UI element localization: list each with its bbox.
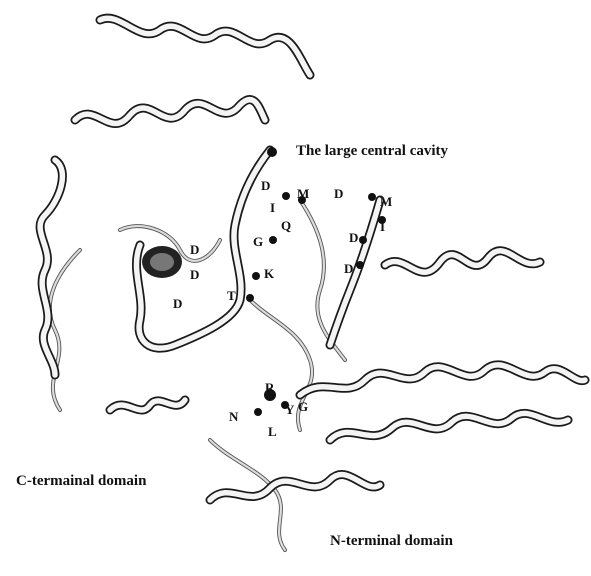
residue-label: D bbox=[349, 230, 358, 245]
residue-label: D bbox=[190, 242, 199, 257]
residue-label: I bbox=[270, 200, 275, 215]
residue-label: L bbox=[268, 424, 277, 439]
residue-label: N bbox=[229, 409, 239, 424]
residue-label: D bbox=[173, 296, 182, 311]
residue-label: T bbox=[227, 288, 236, 303]
residue-label: K bbox=[264, 266, 275, 281]
residue-label: D bbox=[334, 186, 343, 201]
residue-label: Y bbox=[285, 402, 295, 417]
residue-label: G bbox=[253, 234, 263, 249]
residue-labels: D M I Q G D M I D D D D D K T R N Y G L bbox=[173, 178, 392, 439]
residue-label: I bbox=[380, 219, 385, 234]
helix-ribbons bbox=[40, 18, 585, 500]
c-terminal-domain-label: C-termainal domain bbox=[16, 473, 147, 489]
residue-label: R bbox=[265, 380, 275, 395]
residue-label: Q bbox=[281, 218, 291, 233]
residue-label: D bbox=[190, 267, 199, 282]
residue-label: M bbox=[380, 194, 392, 209]
residue-label: G bbox=[298, 399, 308, 414]
residue-label: M bbox=[297, 186, 309, 201]
residue-label: D bbox=[344, 261, 353, 276]
cavity-label: The large central cavity bbox=[296, 143, 449, 159]
residue-label: D bbox=[261, 178, 270, 193]
n-terminal-domain-label: N-terminal domain bbox=[330, 533, 454, 549]
